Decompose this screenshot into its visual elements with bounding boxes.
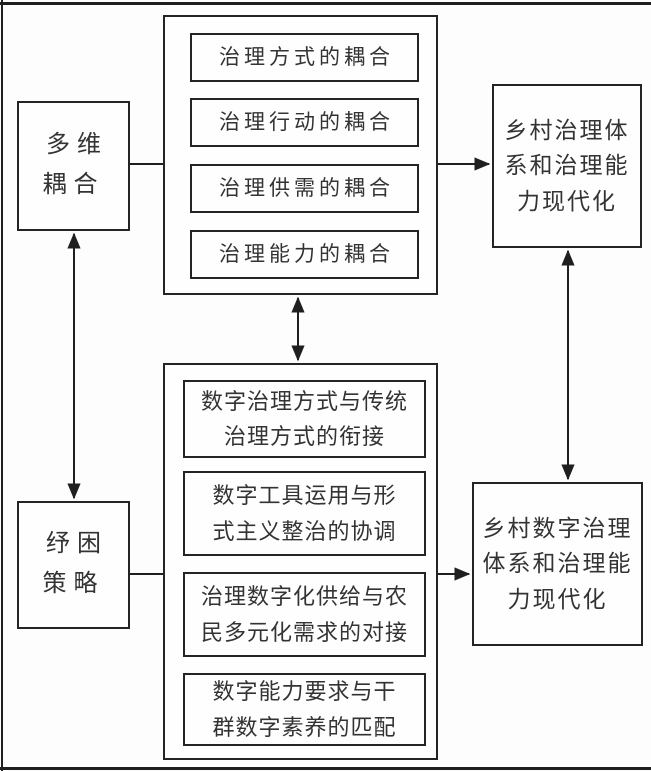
coupling-item-governance-supply-demand: 治理供需的耦合: [190, 164, 419, 213]
multidimensional-coupling-box: 多维 耦合: [17, 101, 130, 231]
coupling-item-governance-capacity: 治理能力的耦合: [190, 230, 419, 279]
figure-border-top: [0, 2, 651, 5]
coupling-group-container: 治理方式的耦合 治理行动的耦合 治理供需的耦合 治理能力的耦合: [163, 15, 438, 295]
strategy-item-tool-formalism-coordination: 数字工具运用与形 式主义整治的协调: [183, 471, 426, 556]
strategy-group-container: 数字治理方式与传统 治理方式的衔接 数字工具运用与形 式主义整治的协调 治理数字…: [163, 363, 438, 760]
strategy-item-digital-literacy-match: 数字能力要求与干 群数字素养的匹配: [183, 673, 426, 746]
coupling-item-governance-action: 治理行动的耦合: [190, 98, 419, 147]
strategy-item-digital-traditional-link: 数字治理方式与传统 治理方式的衔接: [183, 380, 426, 458]
figure-border-bottom: [0, 767, 651, 770]
strategy-item-supply-demand-docking: 治理数字化供给与农 民多元化需求的对接: [183, 572, 426, 657]
rural-governance-modernization-box: 乡村治理体 系和治理能 力现代化: [492, 84, 642, 248]
relief-strategy-box: 纾困 策略: [17, 501, 130, 629]
rural-digital-governance-modernization-box: 乡村数字治理 体系和治理能 力现代化: [472, 482, 643, 646]
coupling-item-governance-mode: 治理方式的耦合: [190, 33, 419, 82]
figure-border-left: [1, 0, 3, 771]
